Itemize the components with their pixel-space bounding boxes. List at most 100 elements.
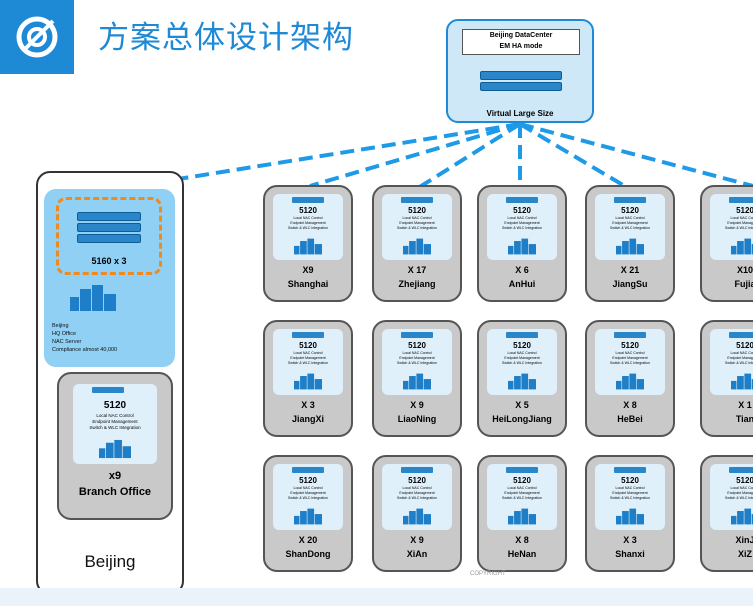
node-count: X 9: [410, 400, 424, 410]
server-icon: [292, 197, 324, 203]
building-icon: [70, 285, 116, 311]
server-icon: [729, 197, 753, 203]
branch-office-box: 5120 Local NAC Control Endpoint Manageme…: [57, 372, 173, 520]
datacenter-label: Beijing DataCenter EM HA mode: [462, 29, 580, 55]
hq-box: 5160 x 3 Beijing HQ Office NAC Server Co…: [44, 189, 175, 367]
building-icon: [731, 238, 753, 255]
node-count: XinJ: [735, 535, 753, 545]
node-city: LiaoNing: [397, 414, 437, 424]
node-city: XiAn: [406, 549, 428, 559]
building-icon: [294, 238, 322, 255]
node-city: HeBei: [617, 414, 643, 424]
building-icon: [403, 373, 431, 390]
region-label: Beijing: [84, 552, 136, 571]
server-icon: [729, 467, 753, 473]
server-icon: [77, 212, 141, 245]
footer-bar: [0, 588, 753, 606]
server-icon: [506, 197, 538, 203]
node-count: X 5: [515, 400, 529, 410]
node-count: X 3: [623, 535, 637, 545]
server-icon: [401, 197, 433, 203]
hq-info: Beijing HQ Office NAC Server Compliance …: [52, 323, 118, 353]
node-count: X 6: [515, 265, 529, 275]
node-city: HeNan: [507, 549, 537, 559]
branch-name: Branch Office: [78, 486, 152, 498]
server-icon: [614, 467, 646, 473]
node-city: AnHui: [508, 279, 536, 289]
building-icon: [731, 508, 753, 525]
server-icon: [292, 332, 324, 338]
node-city: JiangSu: [612, 279, 648, 289]
building-icon: [508, 508, 536, 525]
building-icon: [99, 439, 131, 459]
node-city: ShanDong: [285, 549, 331, 559]
building-icon: [731, 373, 753, 390]
hq-server-rack: 5160 x 3: [56, 197, 162, 275]
building-icon: [294, 508, 322, 525]
node-count: X 3: [301, 400, 315, 410]
server-icon: [401, 467, 433, 473]
building-icon: [508, 238, 536, 255]
node-count: X 8: [515, 535, 529, 545]
page-title: 方案总体设计架构: [98, 20, 354, 56]
node-city: Zhejiang: [398, 279, 436, 289]
node-city: Fujia: [734, 279, 753, 289]
server-icon: [92, 387, 124, 393]
node-city: Tian: [735, 414, 753, 424]
branch-count: x9: [108, 470, 122, 482]
node-city: JiangXi: [291, 414, 324, 424]
server-icon: [506, 332, 538, 338]
brand-logo: [0, 0, 74, 74]
building-icon: [403, 508, 431, 525]
node-count: X 20: [298, 535, 318, 545]
hq-server-label: 5160 x 3: [91, 256, 127, 266]
footer-note: COPYRIGHT: [470, 571, 506, 577]
node-count: X 1: [738, 400, 752, 410]
building-icon: [616, 373, 644, 390]
datacenter-box: Beijing DataCenter EM HA mode Virtual La…: [446, 19, 594, 123]
building-icon: [403, 238, 431, 255]
node-count: X 21: [620, 265, 640, 275]
server-icon: [292, 467, 324, 473]
device-card: 5120 Local NAC Control Endpoint Manageme…: [73, 384, 157, 464]
server-icon: [614, 197, 646, 203]
node-city: XiZ: [737, 549, 752, 559]
server-icon: [401, 332, 433, 338]
server-icon: [729, 332, 753, 338]
building-icon: [616, 238, 644, 255]
node-count: X 9: [410, 535, 424, 545]
node-count: X 8: [623, 400, 637, 410]
node-count: X9: [302, 265, 314, 275]
datacenter-size: Virtual Large Size: [486, 109, 554, 118]
node-count: X10: [736, 265, 753, 275]
building-icon: [508, 373, 536, 390]
building-icon: [294, 373, 322, 390]
node-count: X 17: [407, 265, 427, 275]
